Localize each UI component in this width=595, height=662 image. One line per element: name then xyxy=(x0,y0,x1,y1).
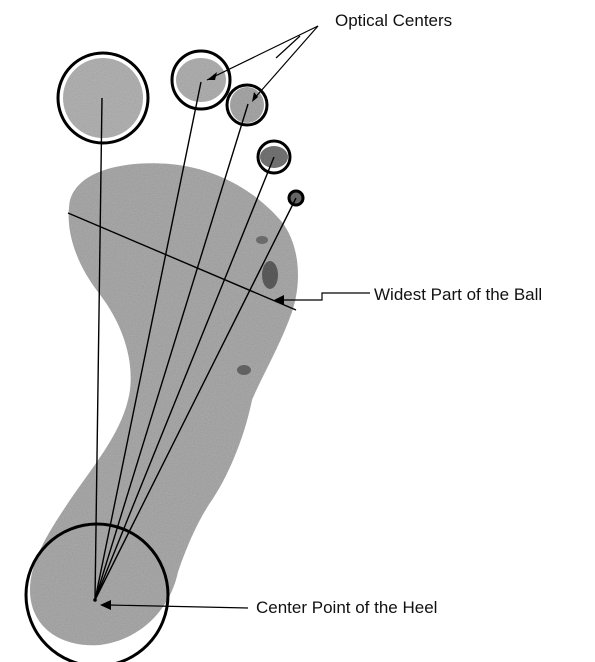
heel-center-point xyxy=(93,598,97,602)
second-toe-print xyxy=(176,58,226,102)
footprint-smudge xyxy=(237,365,251,375)
footprint-smudge xyxy=(256,236,268,244)
heel-center-label: Center Point of the Heel xyxy=(256,599,437,616)
widest-ball-label: Widest Part of the Ball xyxy=(374,286,542,303)
footprint-smudge xyxy=(262,261,278,289)
big-toe-print xyxy=(63,58,143,138)
optical-centers-label: Optical Centers xyxy=(335,12,452,29)
